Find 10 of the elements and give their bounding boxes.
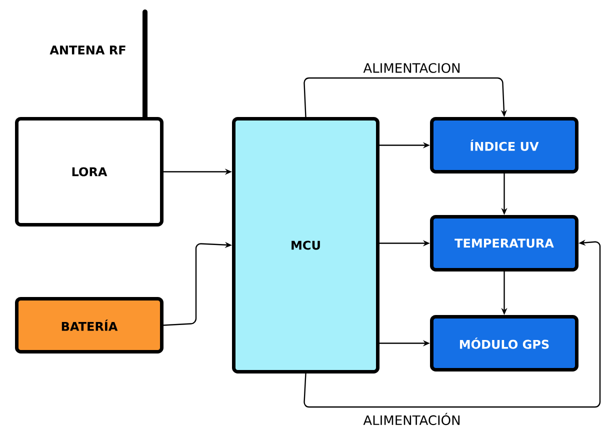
sensor-box: ÍNDICE UV [430,117,578,174]
module-box: MÓDULO GPS [430,315,578,372]
module-box: LORA [15,117,164,226]
edge-label: ALIMENTACIÓN [362,412,462,426]
sensor-box: TEMPERATURA [430,215,578,272]
battery-box: BATERÍA [15,297,164,354]
arrow [304,77,507,118]
edge-label: ALIMENTACION [362,62,462,74]
mcu-box: MCU [232,117,380,374]
antenna-label: ANTENA RF [50,46,126,54]
